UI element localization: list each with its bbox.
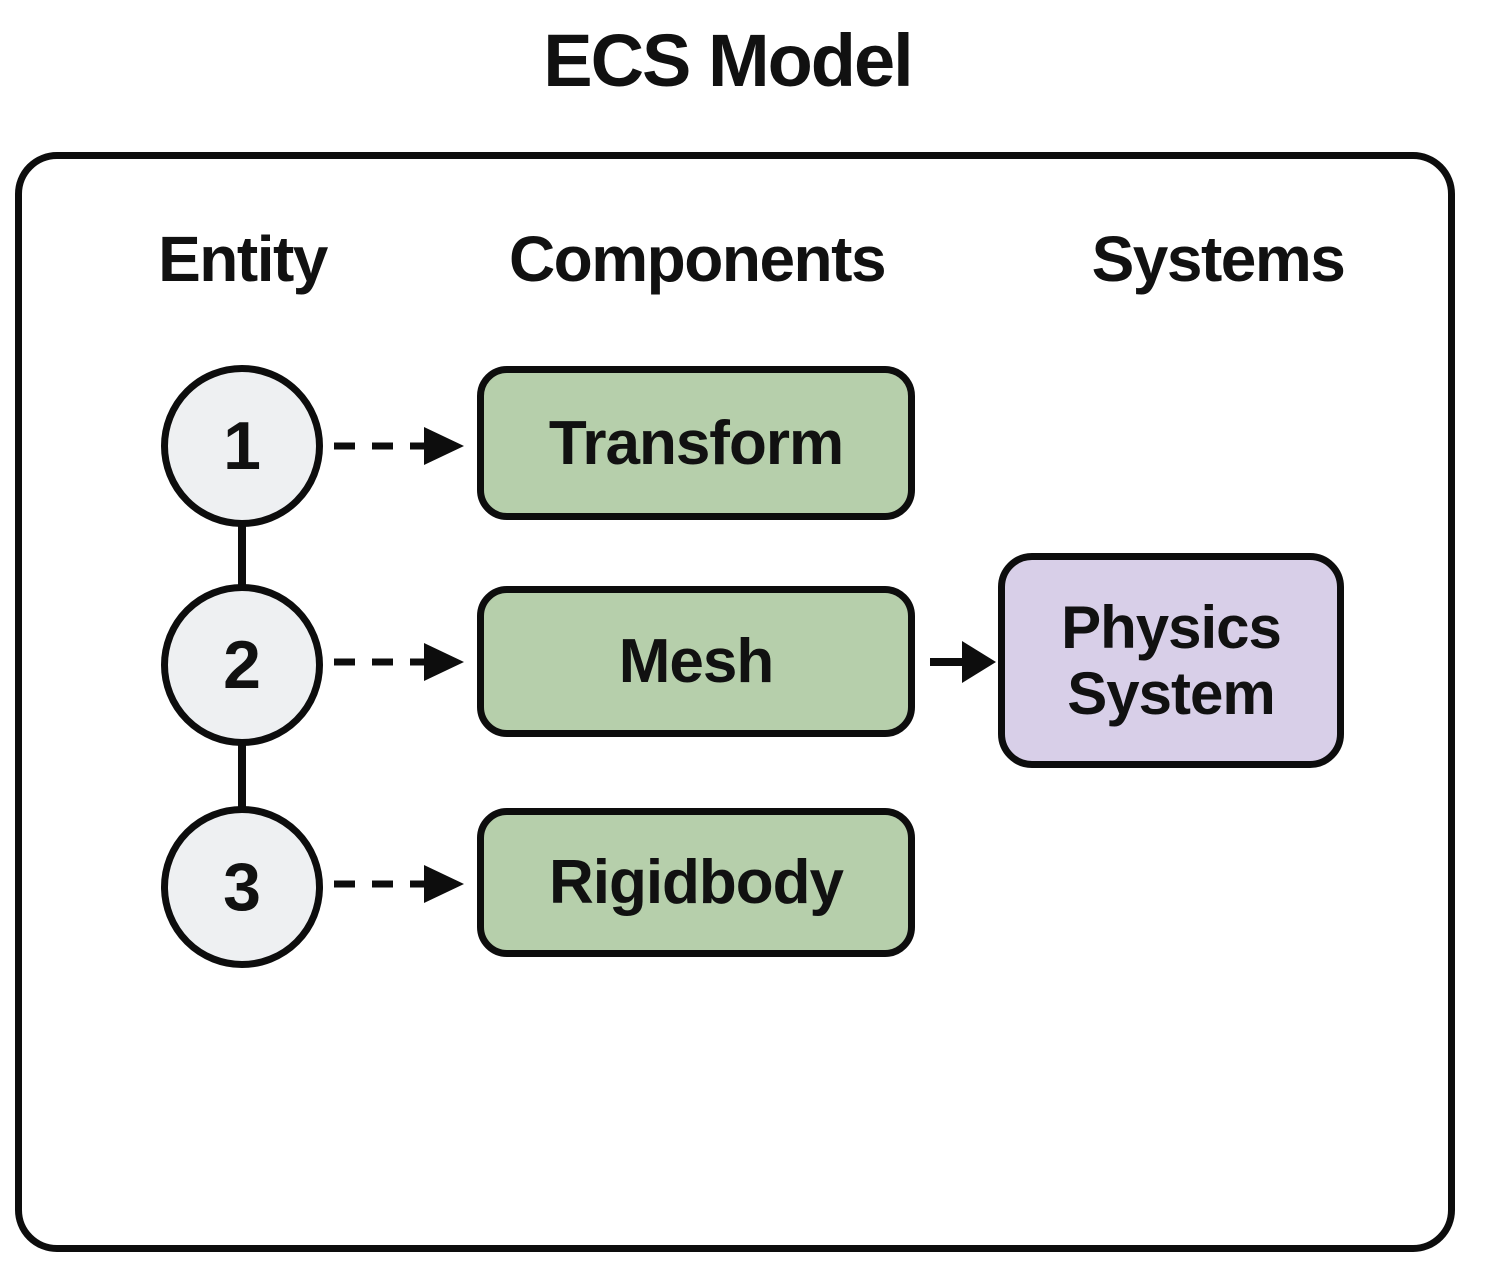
component-box-mesh-label: Mesh [618, 627, 774, 696]
diagram-title: ECS Model [543, 19, 913, 102]
system-box-physics: Physics System [998, 553, 1344, 768]
entity-node-3: 3 [161, 806, 323, 968]
entity-node-3-label: 3 [223, 849, 261, 925]
component-box-transform: Transform [477, 366, 915, 520]
entity-node-2-label: 2 [223, 627, 261, 703]
component-box-mesh: Mesh [477, 586, 915, 737]
column-header-systems: Systems [1091, 223, 1346, 295]
entity-node-1: 1 [161, 365, 323, 527]
system-box-physics-label-line1: Physics [1061, 593, 1282, 661]
component-box-transform-label: Transform [548, 408, 844, 478]
column-header-entity: Entity [158, 223, 328, 295]
entity-node-2: 2 [161, 584, 323, 746]
system-box-physics-label-line2: System [1067, 659, 1275, 727]
component-box-rigidbody: Rigidbody [477, 808, 915, 957]
entity-node-1-label: 1 [223, 408, 261, 484]
column-header-components: Components [508, 223, 887, 295]
component-box-rigidbody-label: Rigidbody [548, 848, 844, 917]
